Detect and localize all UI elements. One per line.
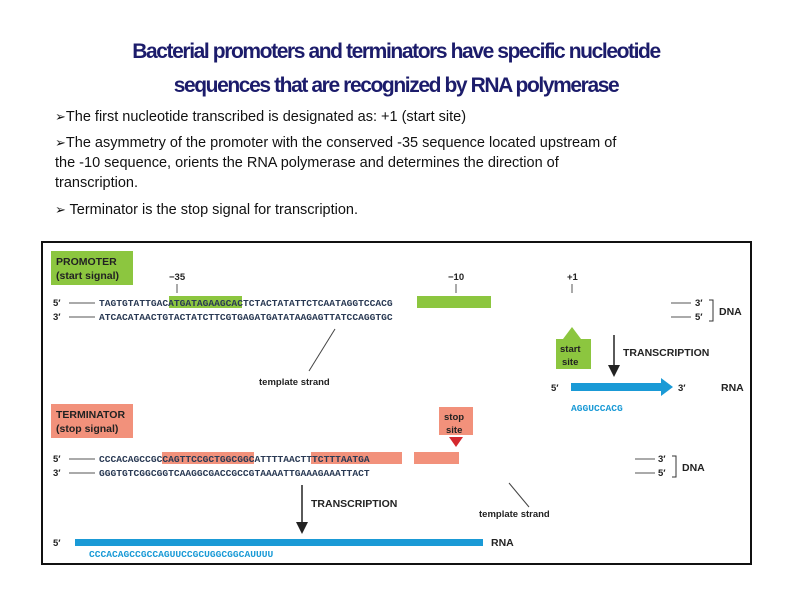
promoter-template-label: template strand: [259, 377, 330, 388]
terminator-dna-label: DNA: [682, 462, 705, 474]
promoter-rna-label: RNA: [721, 382, 744, 394]
stop-site-triangle: [449, 437, 463, 447]
arrow-bullet-icon: ➢: [55, 202, 70, 217]
promoter-bottom-5prime: 5′: [695, 312, 703, 323]
terminator-top-5prime: 5′: [53, 454, 61, 465]
promoter-box-title: PROMOTER: [56, 256, 117, 268]
terminator-bottom-strand: GGGTGTCGGCGGTCAAGGCGACCGCCGTAAAATTGAAAGA…: [99, 468, 370, 479]
promoter-dna-label: DNA: [719, 306, 742, 318]
minus35-box: [169, 296, 242, 308]
promoter-terminator-figure: PROMOTER (start signal) −35 −10 +1 5′ 3′…: [41, 241, 752, 565]
bullet-asymmetry: ➢The asymmetry of the promoter with the …: [55, 135, 617, 191]
terminator-template-label: template strand: [479, 509, 550, 520]
terminator-box-subtitle: (stop signal): [56, 423, 118, 435]
promoter-rna-sequence: AGGUCCACG: [571, 403, 623, 414]
promoter-bottom-strand: ATCACATAACTGTACTATCTTCGTGAGATGATATAAGAGT…: [99, 312, 393, 323]
terminator-top-3prime: 3′: [658, 454, 666, 465]
rna-blue-arrow: [571, 378, 673, 396]
terminator-t-box: [414, 452, 459, 464]
start-site-box: [556, 339, 591, 369]
position-plus1: +1: [567, 272, 579, 283]
start-site-label-1: start: [560, 344, 581, 355]
stop-site-box: [439, 407, 473, 435]
terminator-top-strand: CCCACAGCCGCCAGTTCCGCTGGCGGCATTTTAACTTTCT…: [99, 454, 370, 465]
promoter-box-subtitle: (start signal): [56, 270, 119, 282]
promoter-bottom-3prime: 3′: [53, 312, 61, 323]
promoter-transcription-label: TRANSCRIPTION: [623, 347, 709, 359]
terminator-rna-5prime: 5′: [53, 538, 61, 549]
terminator-rna-label: RNA: [491, 537, 514, 549]
minus10-box: [417, 296, 491, 308]
arrow-bullet-icon: ➢: [55, 135, 66, 150]
start-site-label-2: site: [562, 357, 578, 368]
terminator-transcription-label: TRANSCRIPTION: [311, 498, 397, 510]
stop-site-label-1: stop: [444, 412, 464, 423]
slide-title-line1: Bacterial promoters and terminators have…: [132, 40, 661, 63]
promoter-box: [51, 251, 133, 285]
position-minus10: −10: [448, 272, 464, 283]
position-minus35: −35: [169, 272, 186, 283]
promoter-rna-3prime: 3′: [678, 383, 686, 394]
start-site-arrow: [563, 327, 581, 339]
terminator-gc-box-2: [311, 452, 402, 464]
arrow-bullet-icon: ➢: [55, 109, 66, 124]
terminator-bottom-3prime: 3′: [53, 468, 61, 479]
terminator-box-title: TERMINATOR: [56, 409, 125, 421]
terminator-rna-sequence: CCCACAGCCGCCAGUUCCGCUGGCGGCAUUUU: [89, 549, 273, 560]
slide-title-line2: sequences that are recognized by RNA pol…: [173, 74, 620, 97]
terminator-gc-box-1: [162, 452, 254, 464]
figure-svg: PROMOTER (start signal) −35 −10 +1 5′ 3′…: [51, 251, 744, 560]
terminator-bottom-5prime: 5′: [658, 468, 666, 479]
stop-site-label-2: site: [446, 425, 462, 436]
promoter-top-strand: TAGTGTATTGACATGATAGAAGCACTCTACTATATTCTCA…: [99, 298, 393, 309]
terminator-rna-bar: [75, 539, 483, 546]
bullet-terminator: ➢ Terminator is the stop signal for tran…: [55, 202, 359, 218]
promoter-top-3prime: 3′: [695, 298, 703, 309]
bullet-start-site: ➢The first nucleotide transcribed is des…: [55, 109, 467, 125]
promoter-top-5prime: 5′: [53, 298, 61, 309]
terminator-box: [51, 404, 133, 438]
promoter-rna-5prime: 5′: [551, 383, 559, 394]
